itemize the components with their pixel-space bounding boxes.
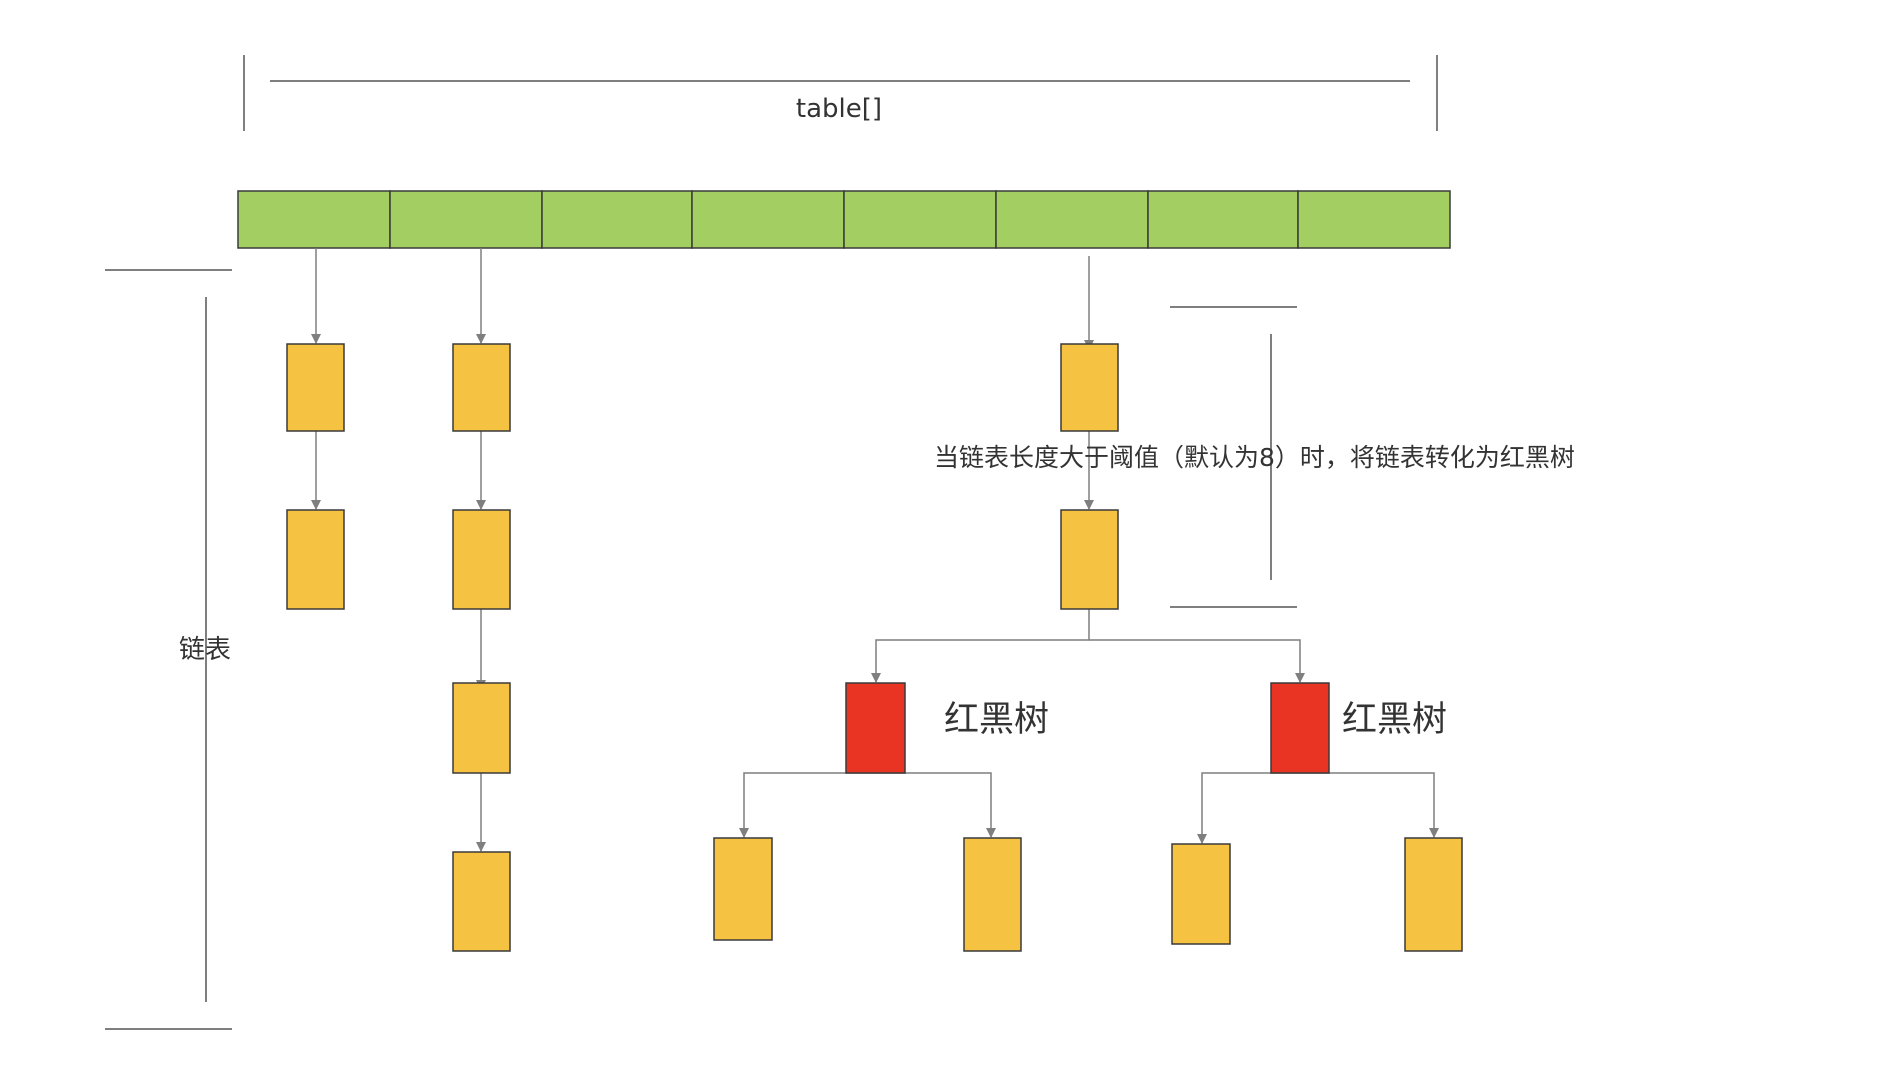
- array-slot: [1297, 190, 1451, 249]
- threshold-dimension: [1170, 306, 1297, 608]
- connector: [1300, 772, 1439, 838]
- list-dimension: [105, 269, 232, 1030]
- tree-leaf-node: [713, 837, 773, 941]
- connectors: [311, 248, 1439, 852]
- tree-roots: [845, 682, 1330, 774]
- threshold-note: 当链表长度大于阈值（默认为8）时，将链表转化为红黑树: [934, 443, 1575, 472]
- array-slot: [1147, 190, 1299, 249]
- list-node: [452, 851, 511, 952]
- list-node: [452, 343, 511, 432]
- tree-leaves: [713, 837, 1463, 952]
- list-node: [1060, 343, 1119, 432]
- list-node: [452, 509, 511, 610]
- connector: [739, 772, 876, 838]
- array-slot: [843, 190, 997, 249]
- connector: [876, 772, 996, 838]
- array-label: table[]: [796, 94, 882, 124]
- array-dimension: [243, 55, 1438, 131]
- array-slot: [691, 190, 845, 249]
- tree-label-2: 红黑树: [1342, 700, 1447, 740]
- connector: [871, 609, 1090, 683]
- tree-leaf-node: [1404, 837, 1463, 952]
- array-slot: [541, 190, 693, 249]
- connector: [1089, 639, 1305, 683]
- tree-label-1: 红黑树: [944, 700, 1049, 740]
- list-label: 链表: [179, 635, 231, 665]
- list-node: [1060, 509, 1119, 610]
- hash-array: [237, 190, 1451, 249]
- tree-leaf-node: [963, 837, 1022, 952]
- list-node: [452, 682, 511, 774]
- tree-root-node: [1270, 682, 1330, 774]
- array-slot: [389, 190, 543, 249]
- list-node: [286, 509, 345, 610]
- list-nodes: [286, 343, 1119, 952]
- list-node: [286, 343, 345, 432]
- connector: [1197, 772, 1300, 844]
- array-slot: [237, 190, 391, 249]
- tree-leaf-node: [1171, 843, 1231, 945]
- tree-root-node: [845, 682, 906, 774]
- array-slot: [995, 190, 1149, 249]
